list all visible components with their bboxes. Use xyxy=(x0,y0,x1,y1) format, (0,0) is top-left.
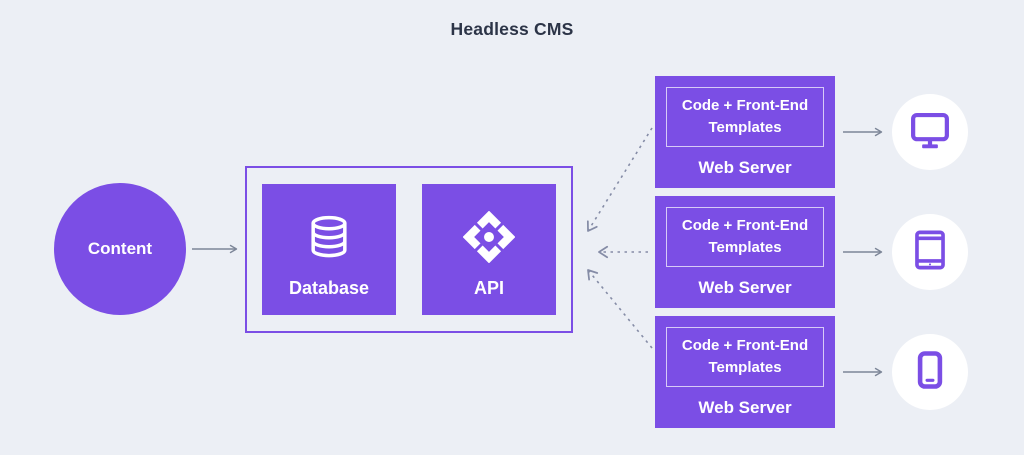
tablet-icon xyxy=(907,227,953,278)
desktop-device-circle xyxy=(892,94,968,170)
webserver-node-2: Code + Front-End Templates Web Server xyxy=(655,196,835,308)
webserver-1-to-api-dashed-arrow xyxy=(586,127,653,232)
tablet-device-circle xyxy=(892,214,968,290)
webserver-node-3: Code + Front-End Templates Web Server xyxy=(655,316,835,428)
webserver-label-3: Web Server xyxy=(698,397,792,417)
database-icon xyxy=(305,211,353,263)
webserver-label-1: Web Server xyxy=(698,157,792,177)
mobile-icon xyxy=(908,348,952,397)
webserver-node-1: Code + Front-End Templates Web Server xyxy=(655,76,835,188)
diagram-title: Headless CMS xyxy=(450,19,574,39)
database-label: Database xyxy=(288,278,370,298)
templates-box-1: Code + Front-End Templates xyxy=(666,87,824,147)
templates-box-3: Code + Front-End Templates xyxy=(666,327,824,387)
webserver-3-to-api-dashed-arrow xyxy=(587,269,653,349)
api-node: API xyxy=(422,184,556,315)
webserver-label-2: Web Server xyxy=(698,277,792,297)
desktop-icon xyxy=(907,107,953,158)
cms-group-box xyxy=(245,166,573,333)
api-label: API xyxy=(473,278,504,298)
api-icon xyxy=(463,211,515,263)
database-node: Database xyxy=(262,184,396,315)
content-node-label: Content xyxy=(87,239,153,258)
mobile-device-circle xyxy=(892,334,968,410)
templates-box-2: Code + Front-End Templates xyxy=(666,207,824,267)
content-node: Content xyxy=(54,183,186,315)
